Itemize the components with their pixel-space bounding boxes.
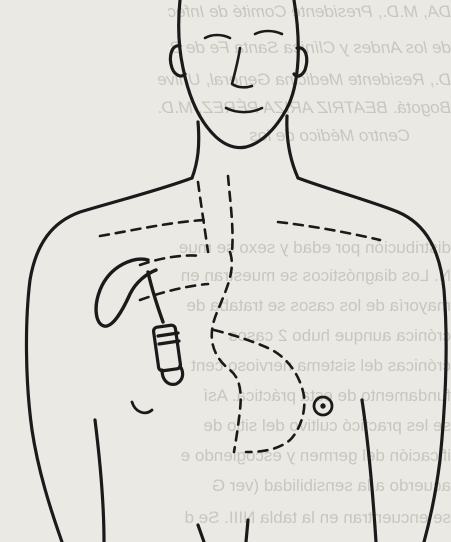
neck-right <box>192 122 199 178</box>
left-eye <box>255 31 282 34</box>
catheter-tunnel <box>214 330 304 452</box>
bottom-stroke-center <box>198 525 204 542</box>
left-clavicle <box>278 222 380 240</box>
catheter-hub <box>153 325 183 385</box>
right-arm-inner <box>95 420 104 542</box>
neck-left <box>287 116 298 178</box>
catheter-loop <box>96 259 156 326</box>
jugular-vein-left <box>228 176 233 252</box>
left-nipple-center <box>321 404 325 408</box>
clavicle-lines <box>100 220 380 240</box>
nose <box>232 48 252 87</box>
jugular-vein-right <box>198 182 208 252</box>
bottom-stroke-right <box>246 520 248 542</box>
right-clavicle <box>100 220 205 236</box>
right-eye <box>205 35 230 38</box>
right-shoulder <box>26 178 192 542</box>
left-arm-inner <box>362 400 376 542</box>
right-nipple <box>132 402 152 413</box>
vein-dashed-lines <box>140 176 304 452</box>
catheter-tubing <box>148 272 163 322</box>
vena-cava-track <box>212 252 241 452</box>
mouth <box>226 108 262 112</box>
